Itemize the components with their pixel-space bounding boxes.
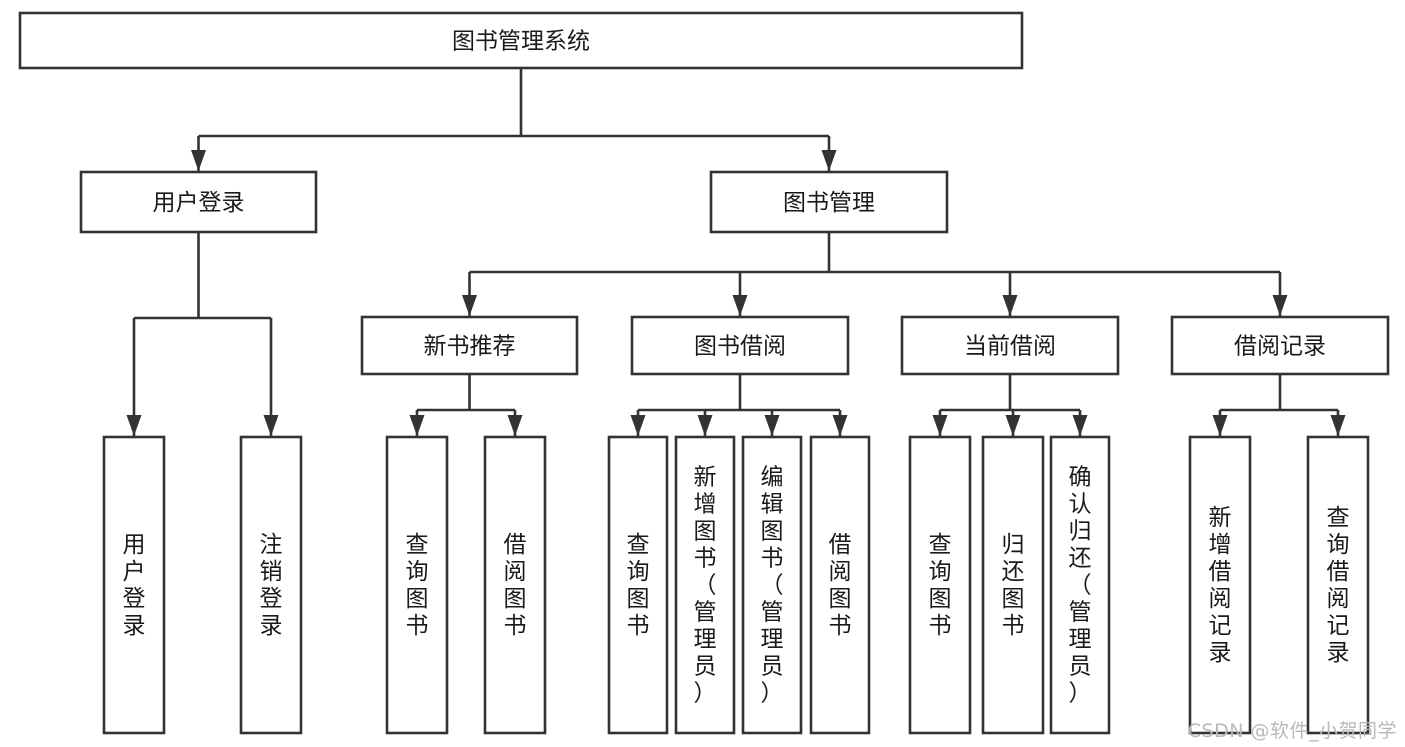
- node-label: 图书管理系统: [452, 29, 590, 55]
- node-leaf-return-book[interactable]: 归还图书: [981, 435, 1045, 735]
- node-book-borrow[interactable]: 图书借阅: [630, 315, 850, 376]
- node-label: 查询图书: [929, 532, 952, 639]
- node-label: 当前借阅: [964, 334, 1056, 360]
- node-box: [809, 435, 871, 735]
- node-box: [630, 315, 850, 376]
- node-leaf-borrow-book[interactable]: 借阅图书: [809, 435, 871, 735]
- connector-layer: [126, 68, 1346, 436]
- node-leaf-query-book-cur[interactable]: 查询图书: [908, 435, 972, 735]
- arrow-head-icon: [263, 415, 279, 436]
- node-label: 编辑图书（管理员）: [761, 465, 784, 707]
- node-label: 图书管理: [783, 190, 875, 216]
- node-leaf-query-book-borrow[interactable]: 查询图书: [607, 435, 669, 735]
- arrow-head-icon: [732, 295, 748, 316]
- node-box: [102, 435, 166, 735]
- arrow-head-icon: [697, 415, 713, 436]
- node-label: 借阅图书: [829, 532, 852, 639]
- node-box: [741, 435, 803, 735]
- node-box: [981, 435, 1045, 735]
- node-leaf-edit-book[interactable]: 编辑图书（管理员）: [741, 435, 803, 735]
- arrow-head-icon: [126, 415, 142, 436]
- node-label: 注销登录: [260, 532, 283, 639]
- arrow-head-icon: [1272, 295, 1288, 316]
- node-user-login[interactable]: 用户登录: [79, 170, 318, 234]
- node-box: [1306, 435, 1370, 735]
- node-borrow-record[interactable]: 借阅记录: [1170, 315, 1390, 376]
- node-leaf-user-login[interactable]: 用户登录: [102, 435, 166, 735]
- node-current-borrow[interactable]: 当前借阅: [900, 315, 1120, 376]
- node-box: [900, 315, 1120, 376]
- node-label: 图书借阅: [694, 334, 786, 360]
- node-leaf-query-record[interactable]: 查询借阅记录: [1306, 435, 1370, 735]
- arrow-head-icon: [832, 415, 848, 436]
- node-leaf-query-book-rec[interactable]: 查询图书: [385, 435, 449, 735]
- node-new-book-rec[interactable]: 新书推荐: [360, 315, 579, 376]
- arrow-head-icon: [630, 415, 646, 436]
- node-label: 确认归还（管理员）: [1069, 465, 1092, 707]
- node-box: [385, 435, 449, 735]
- node-root-book-management-system[interactable]: 图书管理系统: [18, 11, 1024, 70]
- node-box: [483, 435, 547, 735]
- arrow-head-icon: [764, 415, 780, 436]
- arrow-head-icon: [1330, 415, 1346, 436]
- node-leaf-confirm-return[interactable]: 确认归还（管理员）: [1049, 435, 1111, 735]
- node-box: [709, 170, 949, 234]
- node-label: 用户登录: [123, 532, 146, 639]
- node-box: [360, 315, 579, 376]
- node-label: 新书推荐: [424, 334, 516, 360]
- node-book-manage[interactable]: 图书管理: [709, 170, 949, 234]
- node-label: 查询借阅记录: [1327, 505, 1350, 666]
- node-label: 借阅记录: [1234, 334, 1326, 360]
- arrow-head-icon: [507, 415, 523, 436]
- arrow-head-icon: [191, 150, 206, 171]
- node-box: [239, 435, 303, 735]
- node-box: [908, 435, 972, 735]
- arrow-head-icon: [462, 295, 477, 316]
- node-box: [79, 170, 318, 234]
- arrow-head-icon: [1005, 415, 1021, 436]
- node-box: [1170, 315, 1390, 376]
- node-box: [607, 435, 669, 735]
- node-box: [18, 11, 1024, 70]
- arrow-head-icon: [1072, 415, 1088, 436]
- node-label: 查询图书: [627, 532, 650, 639]
- arrow-head-icon: [1212, 415, 1228, 436]
- node-leaf-borrow-book-rec[interactable]: 借阅图书: [483, 435, 547, 735]
- node-box: [674, 435, 736, 735]
- arrow-head-icon: [821, 150, 837, 171]
- node-box: [1188, 435, 1252, 735]
- arrow-head-icon: [1002, 295, 1018, 316]
- arrow-head-icon: [409, 415, 425, 436]
- node-label: 用户登录: [153, 190, 245, 216]
- node-box: [1049, 435, 1111, 735]
- node-leaf-add-book[interactable]: 新增图书（管理员）: [674, 435, 736, 735]
- node-label: 归还图书: [1002, 532, 1025, 639]
- node-leaf-add-record[interactable]: 新增借阅记录: [1188, 435, 1252, 735]
- node-label: 新增借阅记录: [1209, 505, 1232, 666]
- arrow-head-icon: [932, 415, 948, 436]
- node-label: 新增图书（管理员）: [694, 465, 717, 707]
- node-label: 借阅图书: [504, 532, 527, 639]
- node-label: 查询图书: [406, 532, 429, 639]
- node-leaf-user-logout[interactable]: 注销登录: [239, 435, 303, 735]
- node-layer: 图书管理系统用户登录图书管理新书推荐图书借阅当前借阅借阅记录用户登录注销登录查询…: [18, 11, 1390, 735]
